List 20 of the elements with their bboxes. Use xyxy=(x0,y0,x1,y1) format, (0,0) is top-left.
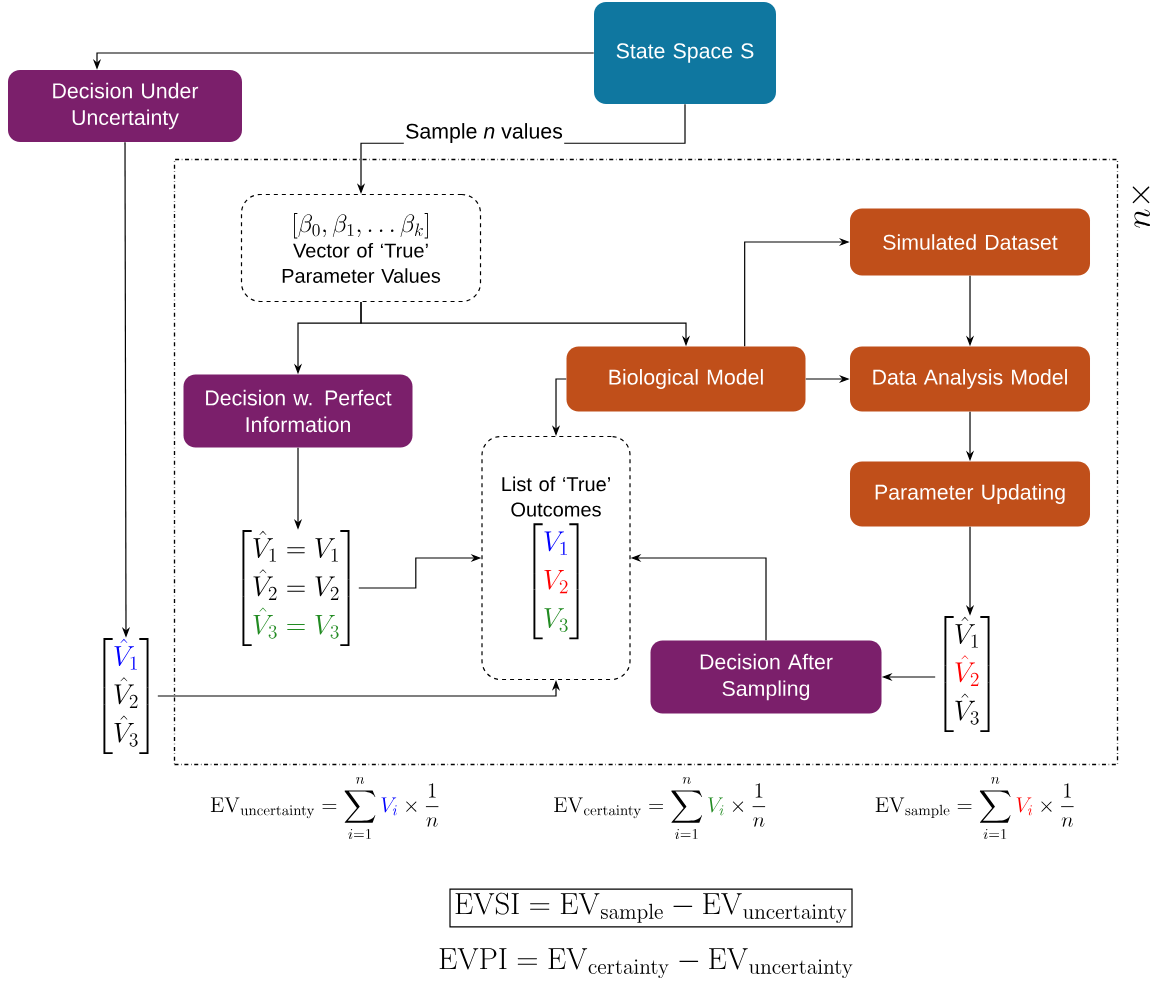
decision-box: Decision Under Uncertainty xyxy=(8,70,242,142)
outcome-box: List of ‘True’ Outcomes $\begin{bmatrix}{\color[HTML]{0000FF}V_1}\\ {\color[HTML]{FF0000}V_2}\\ {\color[HTML]{228B22}V_3}\end{bmatrix}$ xyxy=(481,435,631,681)
value-vector: $\begin{bmatrix}{\color[HTML]{0000FF}\hat{V}_1}\\ \hat{V}_2\\ \hat{V}_3\end{bmatrix}$ xyxy=(103,637,149,755)
edge-label: Sample n values xyxy=(403,121,565,145)
decision-box: Decision After Sampling xyxy=(650,640,882,714)
state-space-box: State Space S xyxy=(594,2,776,104)
boxed-formula: $\mathrm{EVSI} = \mathrm{EV}_{\mathrm{sample}} - \mathrm{EV}_{\mathrm{uncertainty}}$ xyxy=(449,888,853,928)
repeat-label: $n \times$ xyxy=(1132,186,1151,228)
formula: $\mathrm{EVPI} = \mathrm{EV}_{\mathrm{certainty}} - \mathrm{EV}_{\mathrm{uncertainty}}$ xyxy=(439,948,853,979)
parameter-box: $[\beta_0, \beta_1, \ldots \beta_k]$ Vector of ‘True’ Parameter Values xyxy=(240,193,482,303)
ev-formula: $\mathrm{EV}_{\mathrm{certainty}} = \sum_{i=1}^{n} {\color[HTML]{228B22}V_i} \times \frac{1}{n}$ xyxy=(554,776,766,840)
process-box: Biological Model xyxy=(566,346,806,412)
process-box: Data Analysis Model xyxy=(850,346,1090,412)
process-box: Simulated Dataset xyxy=(850,208,1090,276)
process-box: Parameter Updating xyxy=(850,461,1090,527)
ev-formula: $\mathrm{EV}_{\mathrm{uncertainty}} = \sum_{i=1}^{n} {\color[HTML]{0000FF}V_i} \times \frac{1}{n}$ xyxy=(210,776,439,840)
decision-box: Decision w. Perfect Information xyxy=(183,374,413,448)
value-vector: $\begin{bmatrix}\hat{V}_1\\ {\color[HTML]{FF0000}\hat{V}_2}\\ \hat{V}_3\end{bmatrix}$ xyxy=(944,615,990,733)
value-vector: $\begin{bmatrix}\hat{V}_1 = V_1\\ \hat{V}_2 = V_2\\ {\color[HTML]{228B22}\hat{V}_3 = V_3}\end{bmatrix}$ xyxy=(242,529,350,647)
ev-formula: $\mathrm{EV}_{\mathrm{sample}} = \sum_{i=1}^{n} {\color[HTML]{FF0000}V_i} \times \frac{1}{n}$ xyxy=(875,776,1074,840)
